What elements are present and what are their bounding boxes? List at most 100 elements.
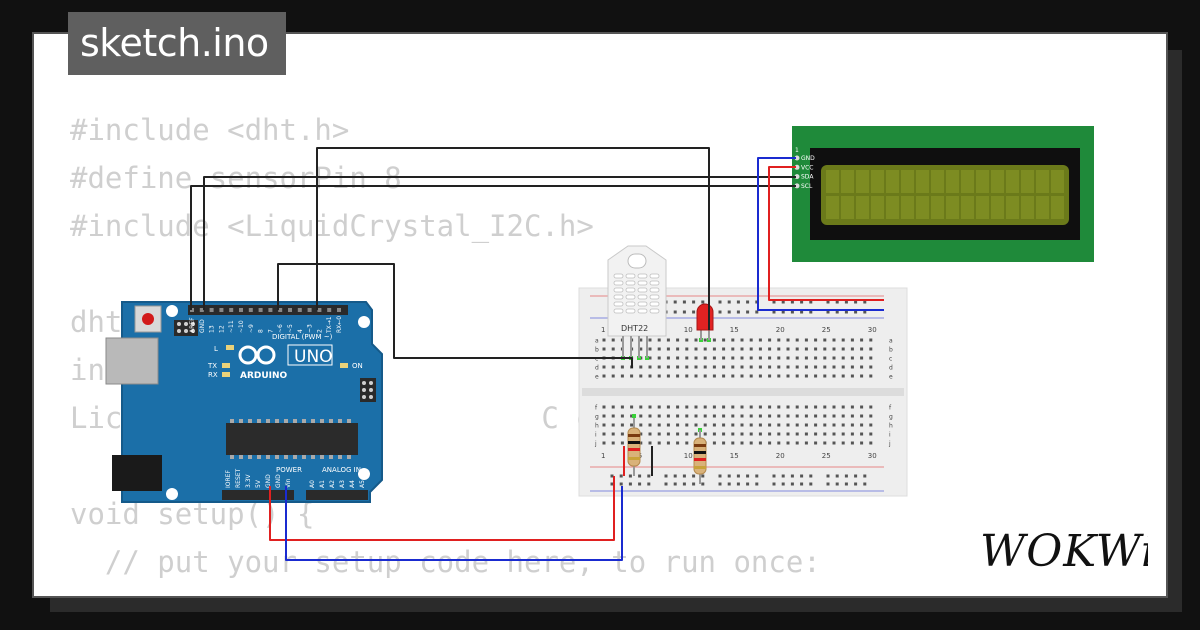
lcd-pin[interactable] <box>794 183 800 189</box>
dht-mount-hole <box>627 253 647 269</box>
uno-badge <box>287 344 333 366</box>
row-letter: a <box>889 338 893 345</box>
code-line: in <box>70 353 105 387</box>
led-rx <box>222 372 230 377</box>
row-letter: a <box>595 338 599 345</box>
code-line: #include <LiquidCrystal_I2C.h> <box>70 209 594 243</box>
lcd-pin[interactable] <box>794 155 800 161</box>
digital-pin[interactable] <box>219 308 224 312</box>
digital-pin[interactable] <box>258 308 263 312</box>
digital-pin-label: ~5 <box>287 324 294 333</box>
led-tx <box>222 363 230 368</box>
digital-pin-label: ~10 <box>238 320 245 333</box>
usb-connector <box>105 337 159 385</box>
row-letter: h <box>889 423 893 430</box>
file-tab[interactable]: sketch.ino <box>68 12 286 75</box>
row-letter: d <box>595 365 599 372</box>
on-label: ON <box>352 362 363 370</box>
wire-black-dht <box>277 263 633 368</box>
analog-pin-label: A5 <box>359 480 366 488</box>
digital-pin[interactable] <box>248 308 253 312</box>
tx-label: TX <box>207 362 217 370</box>
resistor-1[interactable] <box>627 418 641 476</box>
reset-button-cap[interactable] <box>142 313 154 325</box>
row-letter: h <box>595 423 599 430</box>
digital-pin-label: ~3 <box>307 324 314 333</box>
resistor-2[interactable] <box>693 430 707 484</box>
digital-pin[interactable] <box>337 308 341 312</box>
code-line: dht <box>70 305 123 339</box>
row-letter: f <box>889 405 892 412</box>
breadboard-divider <box>582 388 904 396</box>
digital-label: DIGITAL (PWM ~) <box>272 333 333 341</box>
led-on <box>340 363 348 368</box>
mount-hole <box>166 488 178 500</box>
digital-pin-label: TX→1 <box>326 316 333 334</box>
column-number: 25 <box>822 452 831 460</box>
digital-pin-label: 13 <box>209 325 216 333</box>
analog-pin-label: A0 <box>309 480 316 488</box>
digital-pin[interactable] <box>297 308 302 312</box>
row-letter: b <box>595 347 599 354</box>
row-letter: b <box>889 347 893 354</box>
digital-pin-label: RX←0 <box>336 316 343 333</box>
digital-pin-label: ~11 <box>228 320 235 333</box>
lcd-pin-label: GND <box>801 155 815 162</box>
power-pin-label: IOREF <box>225 470 232 488</box>
digital-pin-label: 8 <box>258 329 265 333</box>
mount-hole <box>358 316 370 328</box>
card-shadow-bottom <box>50 598 1182 612</box>
digital-pin-label: 2 <box>316 329 323 333</box>
analog-label: ANALOG IN <box>322 466 361 474</box>
row-letter: f <box>595 405 598 412</box>
digital-pin[interactable] <box>239 308 243 312</box>
row-letter: c <box>889 356 892 363</box>
column-number: 10 <box>684 452 693 460</box>
dht-vent-grid <box>613 273 660 314</box>
row-letter: d <box>889 365 893 372</box>
wire-black-lcd-scl <box>190 185 796 310</box>
power-pin-label: Vin <box>285 478 292 488</box>
chip-pins <box>230 419 351 459</box>
row-letter: j <box>888 441 891 448</box>
code-line: // put your setup code here, to run once… <box>70 545 821 579</box>
digital-pin[interactable] <box>209 308 214 312</box>
wire-black-led <box>316 147 710 330</box>
icsp-header <box>174 320 198 336</box>
lcd-character-cells <box>826 170 1064 219</box>
digital-pin[interactable] <box>268 308 273 312</box>
dht-pins <box>622 336 648 358</box>
digital-pin[interactable] <box>307 308 312 312</box>
digital-pin-label: GND <box>199 319 206 333</box>
code-line: #include <dht.h> <box>70 113 350 147</box>
row-letter: i <box>595 432 597 439</box>
row-letter: j <box>594 441 597 448</box>
digital-pin[interactable] <box>327 308 332 312</box>
dht22-sensor[interactable]: DHT22 <box>607 245 667 358</box>
breadboard-labels: 115510101515202025253030aabbccddeeffgghh… <box>594 326 893 460</box>
dht-label: DHT22 <box>621 324 648 333</box>
row-letter: g <box>889 414 893 421</box>
power-pin-label: GND <box>275 474 282 488</box>
column-number: 15 <box>730 452 739 460</box>
digital-pin[interactable] <box>229 308 234 312</box>
wires <box>190 147 884 561</box>
analog-pin-label: A3 <box>339 480 346 488</box>
digital-pin[interactable] <box>288 308 292 312</box>
digital-pin[interactable] <box>199 308 204 312</box>
column-number: 25 <box>822 326 831 334</box>
wire-blue-power <box>285 486 623 561</box>
wire-blue-lcd-gnd <box>757 157 884 311</box>
digital-pin[interactable] <box>278 308 283 312</box>
column-number: 20 <box>776 326 785 334</box>
power-header <box>222 490 294 500</box>
digital-pin[interactable] <box>317 308 322 312</box>
row-letter: e <box>889 374 893 381</box>
rx-label: RX <box>208 371 218 379</box>
analog-pin-label: A4 <box>349 480 356 488</box>
